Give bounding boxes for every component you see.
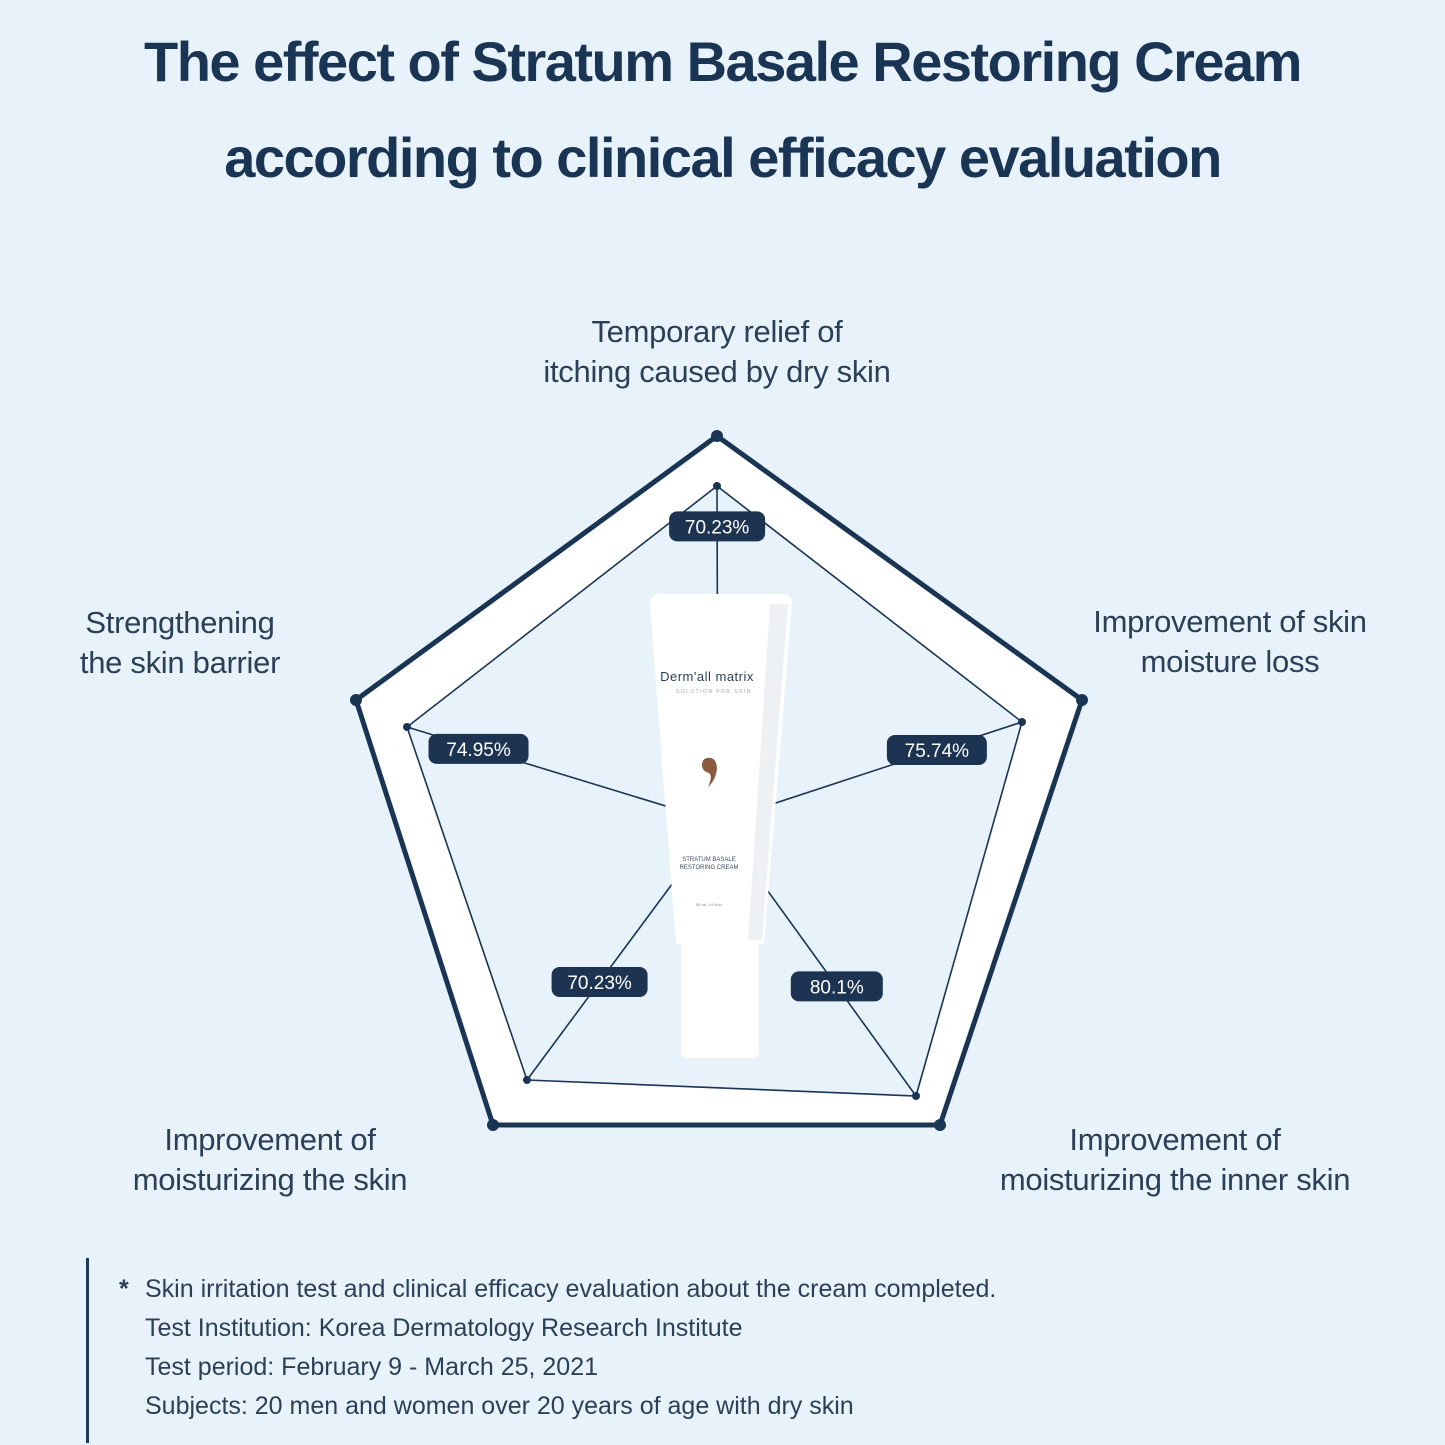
tube-shading [748, 604, 788, 940]
outer-vertex-dot-moisturizing-skin [487, 1119, 499, 1131]
outer-vertex-dot-itching-relief [711, 430, 723, 442]
product-name-line-1: STRATUM BASALE [682, 857, 736, 863]
footnote: * Skin irritation test and clinical effi… [86, 1258, 996, 1443]
axis-label-moisture-loss: Improvement of skin moisture loss [1050, 602, 1410, 682]
axis-label-moisturizing-skin-line-2: moisturizing the skin [132, 1162, 408, 1197]
axis-label-inner-skin-line-1: Improvement of [1069, 1122, 1281, 1157]
axis-label-inner-skin-line-2: moisturizing the inner skin [999, 1162, 1351, 1197]
axis-label-skin-barrier: Strengthening the skin barrier [40, 603, 320, 683]
axis-label-moisturizing-skin-line-1: Improvement of [164, 1122, 376, 1157]
value-badge-itching-relief: 70.23% [669, 511, 766, 542]
axis-label-skin-barrier-line-2: the skin barrier [79, 645, 281, 680]
value-label-moisturizing-skin: 70.23% [567, 973, 632, 994]
axis-label-inner-skin: Improvement of moisturizing the inner sk… [950, 1120, 1400, 1200]
axis-label-itching-relief: Temporary relief of itching caused by dr… [507, 312, 927, 392]
product-brand: Derm'all matrix [660, 669, 754, 684]
value-label-inner-skin: 80.1% [810, 977, 864, 998]
value-badge-bg-moisture-loss [886, 735, 987, 765]
page-title: The effect of Stratum Basale Restoring C… [0, 14, 1445, 206]
product-name-line-2: RESTORING CREAM [680, 865, 739, 871]
axis-label-skin-barrier-line-1: Strengthening [85, 605, 275, 640]
inner-vertex-dot-moisturizing-skin [523, 1076, 531, 1084]
inner-vertex-dot-skin-barrier [403, 723, 411, 731]
title-line-2: according to clinical efficacy evaluatio… [224, 126, 1222, 189]
value-badge-moisturizing-skin: 70.23% [551, 966, 648, 997]
footnote-line-2: Test Institution: Korea Dermatology Rese… [145, 1314, 743, 1342]
outer-vertex-dot-inner-skin [934, 1119, 946, 1131]
axis-label-itching-relief-line-1: Temporary relief of [591, 314, 843, 349]
product-tube: Derm'all matrix SOLUTION FOR SKIN STRATU… [650, 594, 792, 1058]
value-badge-skin-barrier: 74.95% [428, 733, 529, 764]
outer-vertex-dot-skin-barrier [350, 694, 362, 706]
footnote-line-4: Subjects: 20 men and women over 20 years… [145, 1392, 854, 1420]
value-badge-bg-skin-barrier [428, 733, 529, 764]
value-badge-bg-inner-skin [790, 971, 883, 1002]
comma-drop-icon [702, 757, 717, 787]
value-badge-bg-moisturizing-skin [551, 966, 648, 997]
axis-label-moisture-loss-line-2: moisture loss [1140, 644, 1320, 679]
axis-label-moisture-loss-line-1: Improvement of skin [1093, 604, 1367, 639]
footnote-line-1-row: * Skin irritation test and clinical effi… [119, 1270, 996, 1309]
value-badge-bg-itching-relief [669, 511, 766, 542]
title-line-1: The effect of Stratum Basale Restoring C… [144, 30, 1302, 93]
footnote-line-3: Test period: February 9 - March 25, 2021 [145, 1353, 599, 1381]
outer-vertex-dot-moisture-loss [1076, 694, 1088, 706]
product-volume: 50 mL 1.6 fl.oz [696, 902, 722, 907]
tube-cap [681, 940, 759, 1058]
inner-vertex-dot-inner-skin [912, 1092, 920, 1100]
value-label-moisture-loss: 75.74% [905, 741, 970, 762]
axis-label-itching-relief-line-2: itching caused by dry skin [543, 354, 891, 389]
axis-label-moisturizing-skin: Improvement of moisturizing the skin [90, 1120, 450, 1200]
product-tagline: SOLUTION FOR SKIN [676, 689, 752, 695]
footnote-line-1: Skin irritation test and clinical effica… [145, 1275, 997, 1303]
inner-vertex-dot-moisture-loss [1018, 718, 1026, 726]
value-label-skin-barrier: 74.95% [446, 740, 511, 761]
inner-vertex-dot-itching-relief [713, 482, 721, 490]
asterisk-icon: * [119, 1275, 129, 1303]
value-badges: 70.23% 75.74% 80.1% 70.23% 74.95% [428, 511, 987, 1002]
value-badge-inner-skin: 80.1% [790, 971, 883, 1002]
value-badge-moisture-loss: 75.74% [886, 735, 987, 765]
value-label-itching-relief: 70.23% [685, 517, 750, 538]
